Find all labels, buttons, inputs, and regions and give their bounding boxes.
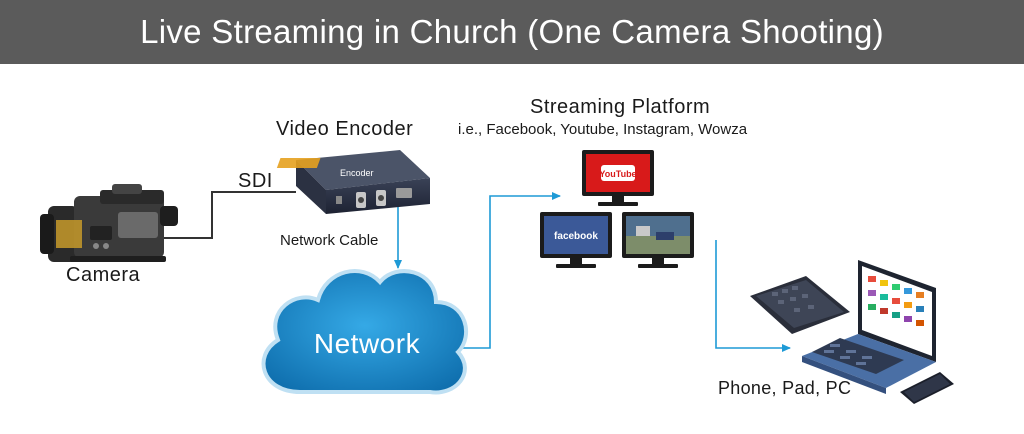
encoder-icon: Encoder xyxy=(276,150,430,214)
camera-label: Camera xyxy=(66,264,141,286)
encoder-brand: Encoder xyxy=(340,168,374,178)
devices-label: Phone, Pad, PC xyxy=(718,378,852,398)
network-label: Network xyxy=(313,328,421,359)
facebook-logo-text: facebook xyxy=(554,231,598,242)
monitor-facebook-icon: facebook xyxy=(540,212,612,268)
streaming-platform-label: Streaming Platform xyxy=(530,96,711,118)
network-cable-label: Network Cable xyxy=(280,232,379,249)
monitor-youtube-icon: YouTube xyxy=(582,150,654,206)
cloud-icon xyxy=(261,269,468,395)
title-bar: Live Streaming in Church (One Camera Sho… xyxy=(0,0,1024,64)
platform-to-devices-line xyxy=(715,240,791,352)
monitor-video-icon xyxy=(622,212,694,268)
page-title: Live Streaming in Church (One Camera Sho… xyxy=(140,13,884,50)
youtube-logo-text: YouTube xyxy=(599,169,636,179)
laptop-icon xyxy=(802,260,936,394)
phone-icon xyxy=(900,372,954,404)
sdi-label: SDI xyxy=(238,170,273,192)
cloud-to-platform-line xyxy=(460,192,561,349)
sdi-cable xyxy=(160,191,296,239)
video-encoder-label: Video Encoder xyxy=(276,118,414,140)
tablet-icon xyxy=(750,276,850,334)
platform-examples-label: i.e., Facebook, Youtube, Instagram, Wowz… xyxy=(458,121,748,138)
camera-icon xyxy=(40,184,178,262)
